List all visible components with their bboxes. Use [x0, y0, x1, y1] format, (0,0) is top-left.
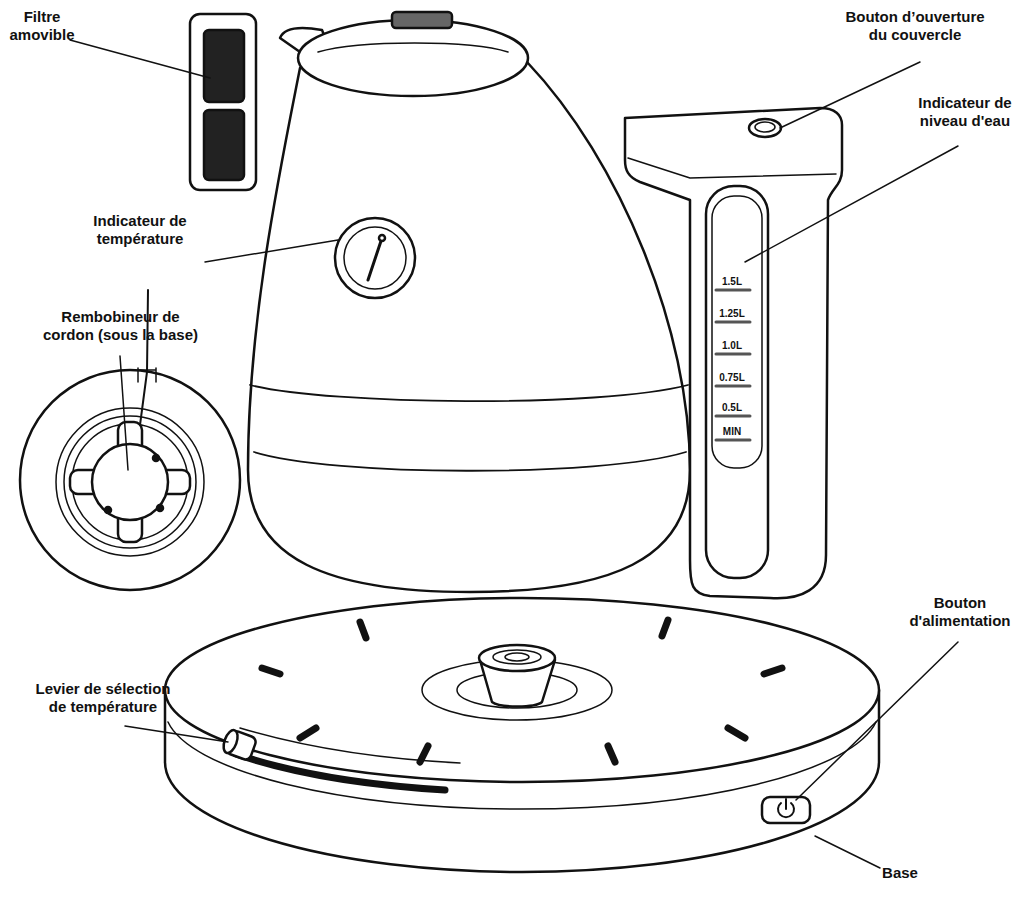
level-mark	[716, 289, 750, 292]
level-mark	[716, 415, 750, 418]
lid-release-button-top	[755, 122, 775, 132]
part-label: Levier de sélection de température	[28, 680, 178, 716]
kettle-lid	[298, 20, 528, 96]
base-tick	[360, 622, 366, 638]
power-icon	[785, 799, 787, 809]
part-label: Indicateur de niveau d'eau	[910, 94, 1020, 130]
rewinder-dot	[153, 455, 159, 461]
level-mark-label: 1.25L	[712, 308, 752, 320]
part-label: Base	[875, 864, 925, 882]
base-tick	[728, 728, 745, 738]
connector-ring	[505, 653, 529, 661]
base-tick	[420, 746, 428, 762]
cord-notch	[138, 368, 156, 382]
part-label: Bouton d’ouverture du couvercle	[840, 8, 990, 44]
level-window	[706, 186, 768, 578]
leader-line	[745, 146, 958, 262]
level-window-inner	[712, 196, 762, 468]
filter-frame	[190, 14, 256, 190]
part-label: Bouton d'alimentation	[905, 594, 1015, 630]
connector-ring	[493, 650, 541, 664]
base-ticks	[262, 620, 782, 762]
rewinder-dot	[105, 507, 111, 513]
filter-mesh	[204, 110, 244, 180]
body-band	[254, 452, 686, 471]
kettle-handle	[625, 108, 842, 598]
cord-groove	[64, 416, 196, 548]
base-tick	[764, 668, 782, 674]
lever-slot	[240, 728, 460, 763]
leader-line	[125, 726, 228, 742]
base-tick	[300, 728, 316, 738]
base-tick	[262, 668, 280, 674]
lever-knob	[221, 728, 257, 761]
level-mark-label: MIN	[712, 426, 752, 438]
level-mark-label: 0.75L	[712, 372, 752, 384]
level-mark	[716, 439, 750, 442]
level-mark	[716, 321, 750, 324]
inset-circle	[20, 370, 240, 590]
body-band	[250, 385, 688, 401]
filter-part	[190, 14, 256, 190]
temperature-dial	[335, 218, 415, 298]
power-button	[762, 797, 810, 823]
part-label: Rembobineur de cordon (sous la base)	[38, 308, 203, 344]
part-label: Filtre amovible	[2, 8, 82, 44]
connector-top	[479, 645, 555, 671]
leader-line	[120, 356, 128, 470]
rewinder-dot	[157, 505, 163, 511]
base-tick	[662, 620, 668, 636]
leader-line	[796, 642, 958, 800]
handle-edge	[628, 158, 836, 178]
leader-line	[70, 40, 210, 78]
cord-groove	[56, 408, 204, 556]
kettle-base	[165, 598, 879, 872]
leader-line	[815, 836, 880, 868]
level-mark-label: 0.5L	[712, 402, 752, 414]
lever-groove	[236, 754, 445, 790]
part-label: Indicateur de température	[85, 212, 195, 248]
rewinder-hub	[92, 444, 168, 520]
handle-grip	[625, 108, 842, 598]
base-top	[165, 598, 879, 782]
lid-seam	[318, 43, 508, 52]
temperature-needle-tip	[379, 235, 385, 241]
temperature-dial-face	[344, 227, 406, 289]
lid-release-button	[749, 119, 781, 137]
temperature-needle	[368, 238, 382, 280]
leader-lines	[70, 40, 958, 868]
kettle-body	[248, 12, 690, 592]
level-mark	[716, 353, 750, 356]
filter-mesh	[204, 30, 244, 102]
level-mark-label: 1.0L	[712, 340, 752, 352]
leader-line	[780, 62, 920, 128]
base-tick	[608, 746, 615, 762]
cord-rewinder-inset	[20, 290, 240, 590]
leader-line	[205, 240, 338, 262]
lid-tab	[392, 12, 452, 28]
kettle-shell	[248, 62, 690, 592]
level-mark-label: 1.5L	[712, 276, 752, 288]
level-mark	[716, 385, 750, 388]
